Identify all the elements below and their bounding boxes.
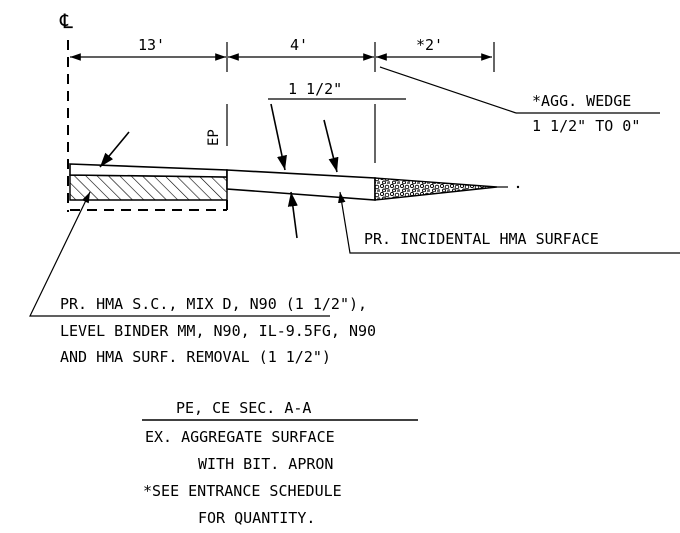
section-footnote-line1: *SEE ENTRANCE SCHEDULE	[143, 482, 342, 500]
section-subtitle-line1: EX. AGGREGATE SURFACE	[145, 428, 335, 446]
thickness-label: 1 1/2"	[288, 80, 342, 98]
hma-note-line1: PR. HMA S.C., MIX D, N90 (1 1/2"),	[60, 295, 367, 313]
dimension-13ft-label: 13'	[138, 36, 165, 54]
section-footnote-line2: FOR QUANTITY.	[198, 509, 315, 527]
thickness-arrow-upper-right	[323, 119, 339, 173]
dimension-2ft-label: *2'	[416, 36, 443, 54]
wedge-note-line1: *AGG. WEDGE	[532, 92, 631, 110]
section-title: PE, CE SEC. A-A	[176, 399, 311, 417]
incidental-note: PR. INCIDENTAL HMA SURFACE	[364, 230, 599, 248]
hma-surface-arrow	[99, 131, 130, 168]
hma-note-line2: LEVEL BINDER MM, N90, IL-9.5FG, N90	[60, 322, 376, 340]
incidental-hma-layer	[226, 169, 376, 201]
dimension-line-group	[70, 42, 495, 72]
ep-label: EP	[206, 129, 222, 146]
dimension-4ft-label: 4'	[290, 36, 308, 54]
wedge-note-leader-diagonal	[379, 66, 517, 114]
hma-surface-overlay	[69, 163, 228, 178]
wedge-tip-dot	[516, 185, 520, 189]
section-subtitle-line2: WITH BIT. APRON	[198, 455, 333, 473]
thickness-arrow-lower	[287, 191, 298, 239]
hma-hatched-layer	[69, 174, 228, 201]
aggregate-wedge	[374, 177, 498, 201]
wedge-note-line2: 1 1/2" TO 0"	[532, 117, 640, 135]
hma-note-line3: AND HMA SURF. REMOVAL (1 1/2")	[60, 348, 331, 366]
incidental-leader	[338, 191, 680, 254]
hma-note-leader	[29, 191, 330, 317]
thickness-arrow-upper-left	[270, 103, 287, 171]
centerline-symbol: ℄	[59, 9, 73, 33]
